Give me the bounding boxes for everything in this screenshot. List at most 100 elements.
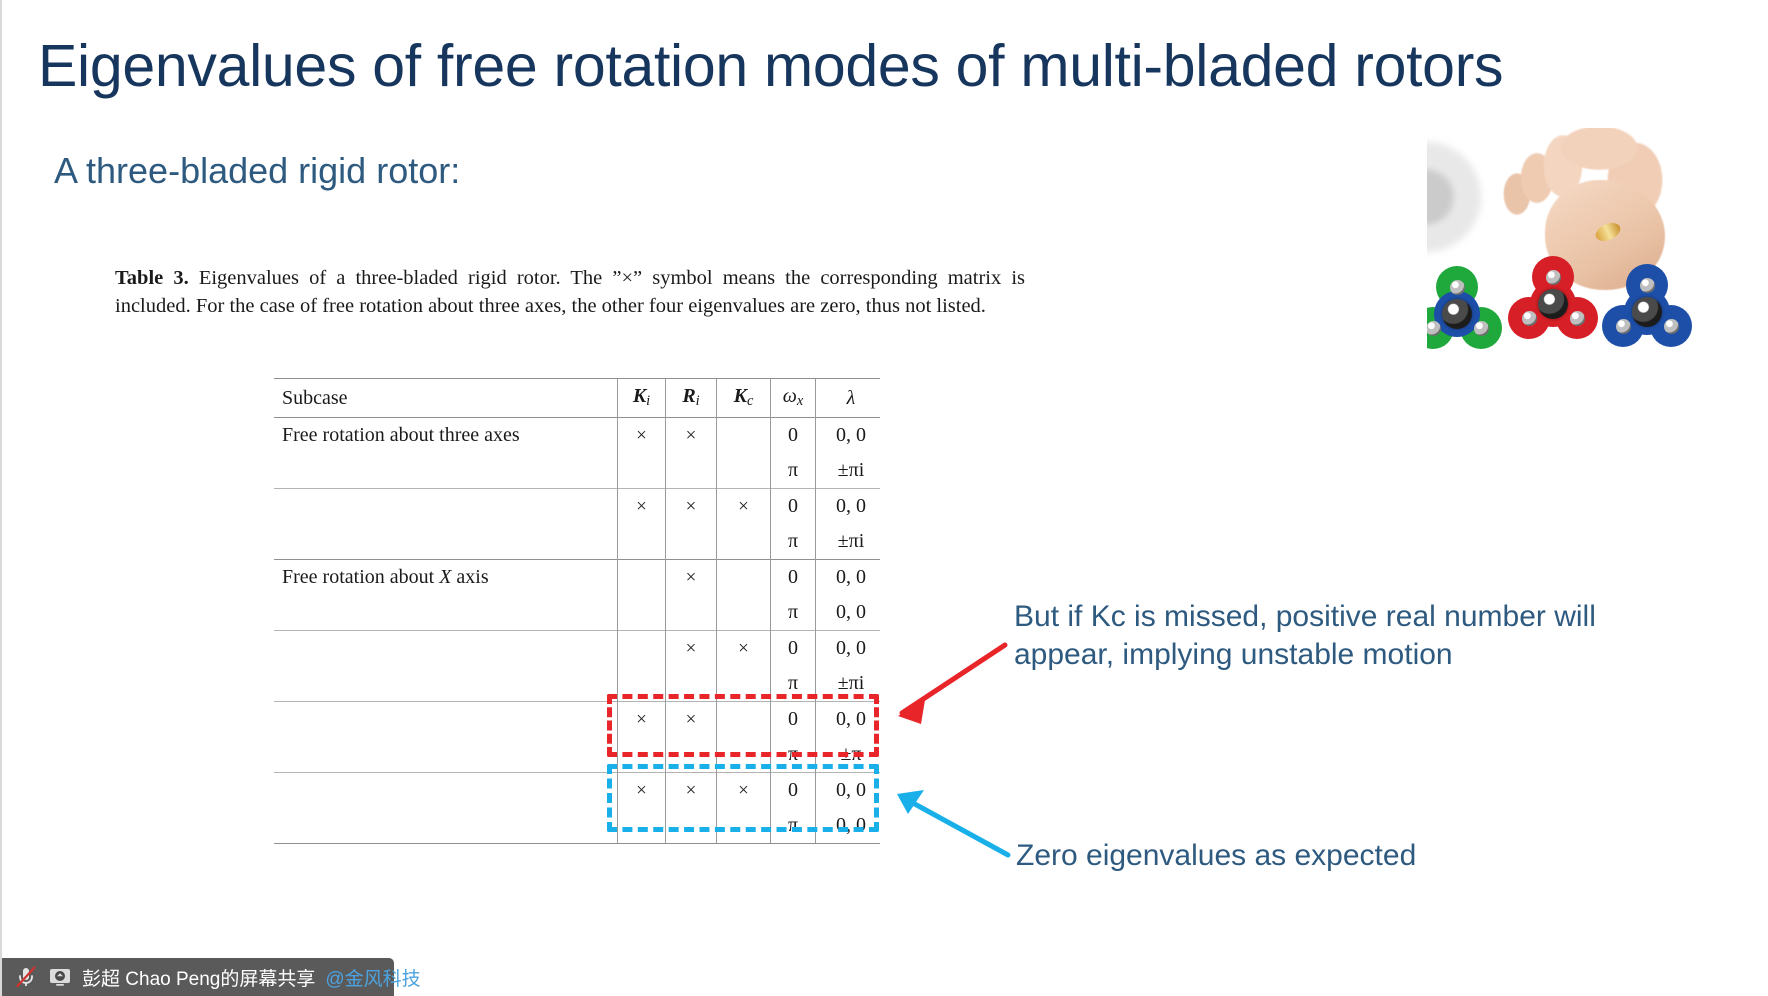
table-caption-text: Eigenvalues of a three-bladed rigid roto… bbox=[115, 267, 1025, 317]
spinner-green bbox=[1427, 266, 1505, 362]
cell-kc: × bbox=[716, 488, 771, 524]
cell-lambda: 0, 0 bbox=[815, 417, 880, 453]
cell-lambda: ±πi bbox=[815, 524, 880, 560]
cell-kc bbox=[716, 808, 771, 844]
cell-kc bbox=[716, 453, 771, 489]
cell-ri bbox=[665, 524, 717, 560]
cell-kc: × bbox=[716, 772, 771, 808]
cell-kc: × bbox=[716, 630, 771, 666]
cell-ki: × bbox=[617, 488, 666, 524]
cell-kc bbox=[716, 524, 771, 560]
page-title: Eigenvalues of free rotation modes of mu… bbox=[38, 33, 1504, 99]
cell-omega: 0 bbox=[770, 417, 816, 453]
cyan-arrow-icon bbox=[897, 790, 1011, 858]
cell-subcase bbox=[274, 808, 618, 844]
cell-kc bbox=[716, 701, 771, 737]
table-row-highlighted-cyan: × × × 0 0, 0 bbox=[274, 772, 880, 808]
cell-kc bbox=[716, 666, 771, 702]
cell-subcase bbox=[274, 488, 618, 524]
table-row: × × 0 0, 0 bbox=[274, 630, 880, 666]
cell-ki bbox=[617, 453, 666, 489]
screen-share-taskbar[interactable]: 彭超 Chao Peng的屏幕共享 @金风科技 bbox=[2, 958, 421, 996]
cell-ri bbox=[665, 808, 717, 844]
cell-lambda: ±πi bbox=[815, 666, 880, 702]
fidget-spinner-photo bbox=[1427, 128, 1707, 408]
header-ri: Ri bbox=[665, 378, 717, 418]
cell-omega: π bbox=[770, 666, 816, 702]
cell-ri bbox=[665, 595, 717, 631]
cell-subcase bbox=[274, 737, 618, 773]
eigenvalue-table-wrapper: Subcase Ki Ri Kc ωx λ Free rotation abou… bbox=[274, 378, 880, 844]
cell-omega: π bbox=[770, 737, 816, 773]
header-omega-x: ωx bbox=[770, 378, 816, 418]
cell-kc bbox=[716, 595, 771, 631]
table-row: Free rotation about X axis × 0 0, 0 bbox=[274, 559, 880, 595]
header-subcase: Subcase bbox=[274, 378, 618, 418]
cell-lambda: 0, 0 bbox=[815, 772, 880, 808]
annotation-cyan-line1: Zero eigenvalues as expected bbox=[1016, 839, 1417, 872]
table-row: Free rotation about three axes × × 0 0, … bbox=[274, 417, 880, 453]
screen-share-icon[interactable] bbox=[48, 965, 72, 989]
cell-kc bbox=[716, 417, 771, 453]
cell-subcase bbox=[274, 453, 618, 489]
spinner-red bbox=[1505, 256, 1601, 352]
cell-kc bbox=[716, 737, 771, 773]
cell-ri bbox=[665, 737, 717, 773]
cell-lambda: 0, 0 bbox=[815, 701, 880, 737]
cell-lambda: ±π bbox=[815, 737, 880, 773]
cell-ri bbox=[665, 453, 717, 489]
share-status-text: 彭超 Chao Peng的屏幕共享 bbox=[82, 968, 316, 990]
cell-ri: × bbox=[665, 417, 717, 453]
cell-omega: 0 bbox=[770, 701, 816, 737]
cell-omega: π bbox=[770, 524, 816, 560]
cell-omega: 0 bbox=[770, 772, 816, 808]
table-row: × × × 0 0, 0 bbox=[274, 488, 880, 524]
table-caption-label: Table 3. bbox=[115, 267, 189, 289]
cell-ri: × bbox=[665, 488, 717, 524]
cell-ki bbox=[617, 737, 666, 773]
cell-lambda: 0, 0 bbox=[815, 630, 880, 666]
header-ki: Ki bbox=[617, 378, 666, 418]
mic-muted-icon[interactable] bbox=[14, 965, 38, 989]
share-org-text: @金风科技 bbox=[325, 968, 421, 990]
table-row-highlighted-red: π ±π bbox=[274, 737, 880, 773]
red-arrow-icon bbox=[898, 642, 1008, 724]
spinner-blue bbox=[1599, 264, 1695, 360]
cell-ki bbox=[617, 630, 666, 666]
table-row: π ±πi bbox=[274, 524, 880, 560]
cell-omega: 0 bbox=[770, 488, 816, 524]
slide-subtitle: A three-bladed rigid rotor: bbox=[54, 150, 461, 191]
cell-ki bbox=[617, 666, 666, 702]
cell-ki bbox=[617, 559, 666, 595]
cell-ki: × bbox=[617, 701, 666, 737]
table-row: π ±πi bbox=[274, 453, 880, 489]
cell-omega: π bbox=[770, 808, 816, 844]
eigenvalue-table: Subcase Ki Ri Kc ωx λ Free rotation abou… bbox=[274, 378, 880, 844]
cell-ri: × bbox=[665, 630, 717, 666]
cell-lambda: 0, 0 bbox=[815, 559, 880, 595]
cell-subcase: Free rotation about three axes bbox=[274, 417, 618, 453]
cell-ri: × bbox=[665, 559, 717, 595]
table-row: π 0, 0 bbox=[274, 595, 880, 631]
cell-omega: 0 bbox=[770, 630, 816, 666]
cell-lambda: 0, 0 bbox=[815, 808, 880, 844]
cell-lambda: ±πi bbox=[815, 453, 880, 489]
cell-omega: π bbox=[770, 453, 816, 489]
cell-ri bbox=[665, 666, 717, 702]
header-kc: Kc bbox=[716, 378, 771, 418]
header-lambda: λ bbox=[815, 378, 880, 418]
cell-lambda: 0, 0 bbox=[815, 595, 880, 631]
cell-omega: π bbox=[770, 595, 816, 631]
table-row-highlighted-cyan: π 0, 0 bbox=[274, 808, 880, 844]
cell-omega: 0 bbox=[770, 559, 816, 595]
cell-ki: × bbox=[617, 772, 666, 808]
cell-ri: × bbox=[665, 772, 717, 808]
cell-subcase: Free rotation about X axis bbox=[274, 559, 618, 595]
annotation-red-line2: appear, implying unstable motion bbox=[1014, 638, 1453, 672]
cell-lambda: 0, 0 bbox=[815, 488, 880, 524]
cell-subcase bbox=[274, 772, 618, 808]
cell-subcase bbox=[274, 701, 618, 737]
cell-subcase bbox=[274, 630, 618, 666]
table-header-row: Subcase Ki Ri Kc ωx λ bbox=[274, 378, 880, 418]
